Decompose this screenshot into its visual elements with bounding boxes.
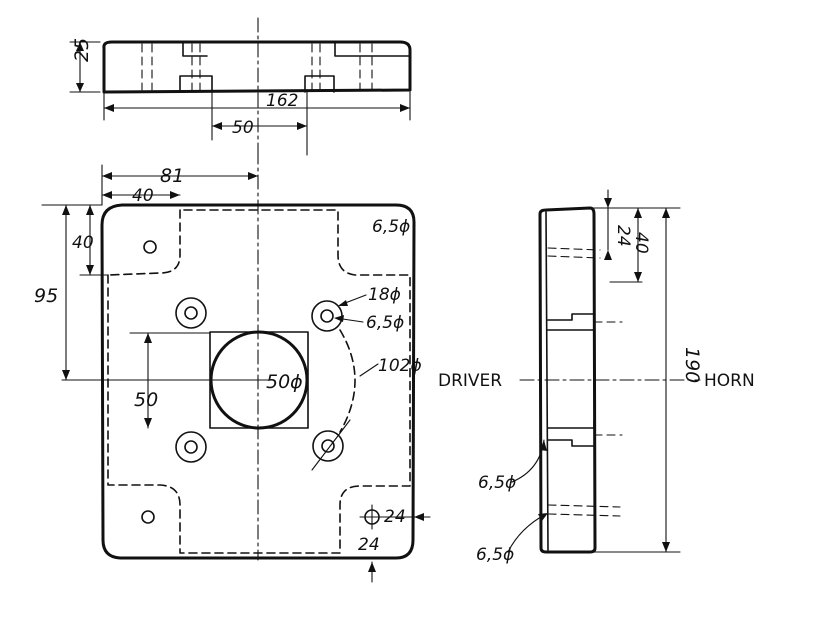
- front-corner-height-label: 40: [72, 233, 94, 253]
- bolt-circle-label: 102ϕ: [378, 356, 422, 376]
- boss-bottom-right: [312, 430, 344, 462]
- boss-top-right: [311, 300, 343, 332]
- top-width-label: 162: [266, 91, 298, 111]
- side-pocket-label: 24: [613, 225, 633, 247]
- side-view-pocket-upper: [547, 313, 595, 339]
- top-view-outline: [102, 40, 412, 94]
- bolt-circle-arc: [339, 329, 356, 433]
- front-view-hidden-recess: [107, 209, 411, 554]
- top-view-step-right: [334, 41, 411, 57]
- driver-label: DRIVER: [438, 371, 502, 391]
- corner-hole-top-left: [143, 240, 157, 254]
- top-view-boss-right: [304, 75, 335, 93]
- side-view-pocket-lower: [547, 419, 595, 447]
- hole-corner-label: 6,5ϕ: [372, 217, 410, 237]
- boss-top-left: [175, 297, 207, 329]
- hole-inner-label: 6,5ϕ: [366, 313, 404, 333]
- top-thickness-label: 25: [71, 38, 93, 62]
- throat-label: 50ϕ: [266, 371, 303, 393]
- front-half-width-label: 81: [160, 165, 184, 187]
- top-view-boss-left: [179, 75, 213, 93]
- front-vertical-label: 50: [134, 389, 158, 411]
- side-view: DRIVER HORN 190 24 40 6,5ϕ 6,5ϕ: [438, 189, 755, 565]
- side-view-outline: [538, 206, 597, 554]
- hole-boss-label: 18ϕ: [368, 285, 401, 305]
- front-view: 81 40 40 95 50 6,5ϕ 18ϕ 6,5ϕ 102ϕ 50ϕ: [34, 149, 431, 583]
- side-hole-upper-label: 6,5ϕ: [478, 473, 516, 493]
- side-height-label: 190: [681, 347, 703, 383]
- horn-label: HORN: [704, 371, 755, 391]
- top-view: 25 162 50: [69, 17, 412, 156]
- front-view-outline: [100, 203, 416, 560]
- top-view-step-left: [182, 41, 208, 57]
- boss-bottom-left: [175, 431, 207, 463]
- side-hole-lower-label: 6,5ϕ: [476, 545, 514, 565]
- front-hole-offset-label: 95: [34, 285, 58, 307]
- corner-offset-y-label: 24: [358, 535, 380, 555]
- corner-offset-x-label: 24: [384, 507, 406, 527]
- front-corner-width-label: 40: [132, 186, 154, 206]
- corner-hole-bottom-left: [141, 510, 155, 524]
- side-pocket-depth-label: 40: [631, 232, 651, 254]
- top-spacing-label: 50: [232, 118, 254, 138]
